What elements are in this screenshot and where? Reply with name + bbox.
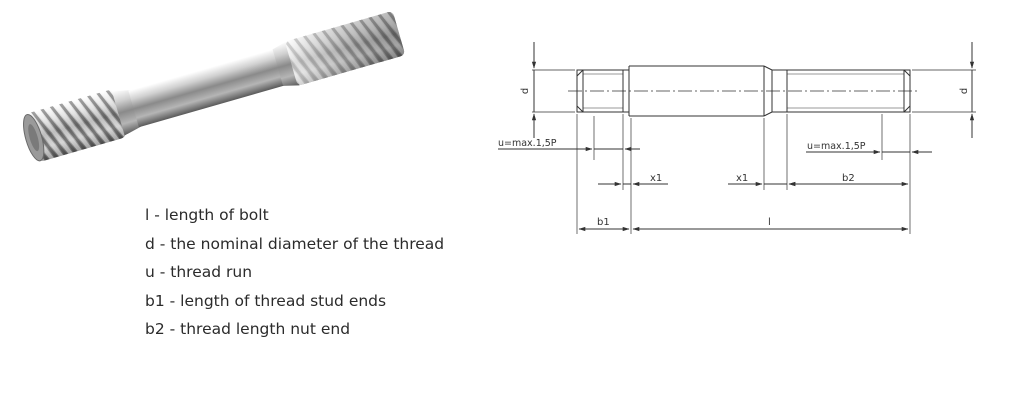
label-x1-right: x1 xyxy=(736,173,748,184)
legend-item: b2 - thread length nut end xyxy=(145,320,351,338)
stud-bolt-photo xyxy=(23,11,405,162)
label-u-left: u=max.1,5P xyxy=(498,138,557,149)
dim-d-left xyxy=(531,42,575,138)
legend-item: b1 - length of thread stud ends xyxy=(145,291,387,310)
legend-item: d - the nominal diameter of the thread xyxy=(145,234,445,253)
dim-d-right xyxy=(912,42,976,138)
label-d-left: d xyxy=(520,88,531,94)
label-l: l xyxy=(768,217,771,228)
bolt-body xyxy=(23,11,405,162)
label-u-right: u=max.1,5P xyxy=(807,141,866,152)
legend-item: u - thread run xyxy=(145,263,253,281)
legend-item: l - length of bolt xyxy=(145,206,269,224)
label-b1: b1 xyxy=(597,217,610,228)
label-d-right: d xyxy=(959,88,970,94)
label-x1-left: x1 xyxy=(650,173,662,184)
legend-list: l - length of bolt d - the nominal diame… xyxy=(145,201,444,344)
label-b2: b2 xyxy=(842,173,855,184)
